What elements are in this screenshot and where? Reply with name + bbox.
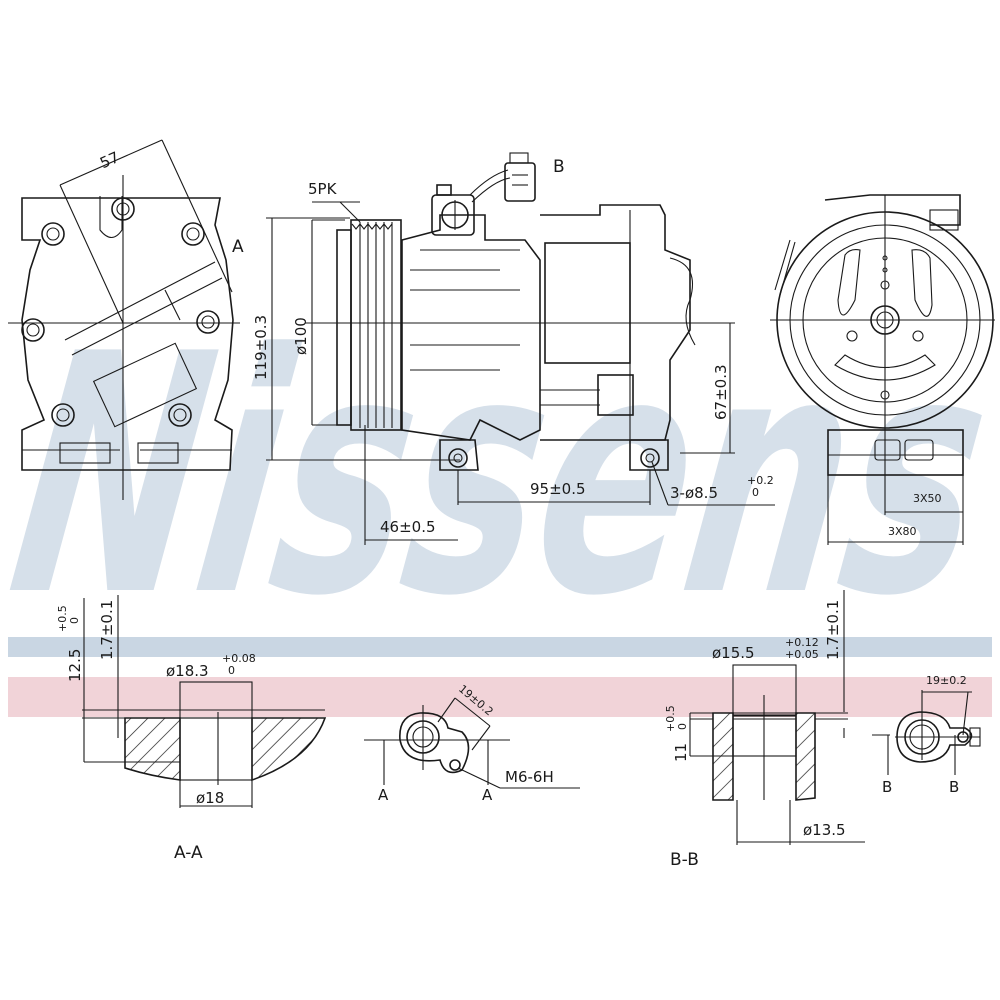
dim-aa-bore-dia: ø18.3 [166,662,209,680]
pulley-belt-label: 5PK [308,180,338,198]
dim-mount-holes-tol-upper: +0.2 [747,474,774,487]
dim-aa-inner-dia: ø18 [196,789,224,807]
dim-aa-depth-tol-lower: 0 [68,617,81,624]
dim-aa-bore-tol-lower: 0 [228,664,235,677]
cut-marker-a-right: A [482,786,493,804]
cut-marker-b-left: B [882,778,892,796]
dim-mount-holes: 3-ø8.5 [670,484,718,502]
dim-rear-3x80: 3X80 [888,525,917,538]
dim-aa-depth-tol-upper: +0.5 [56,605,69,632]
pulley [336,219,402,431]
watermark-brand: Nissens [0,285,1000,669]
rear-view: 3X50 3X80 [770,194,995,545]
dim-pulley-offset-46: 46±0.5 [380,518,436,536]
section-a-a: ø18 ø18.3 +0.08 0 12.5 +0.5 0 1.7±0.1 A-… [56,595,327,863]
dim-axis-height-67: 67±0.3 [712,364,730,420]
section-aa-title: A-A [174,843,203,863]
dim-height-119: 119±0.3 [252,315,270,380]
dim-aa-depth: 12.5 [66,649,84,682]
cut-marker-b-right: B [949,778,959,796]
section-bb-title: B-B [670,850,699,870]
dim-bb-bore-tol-lower: +0.05 [785,648,819,661]
port-b-detail: 19±0.2 B B [872,674,981,796]
dim-pulley-dia-100: ø100 [292,317,310,355]
cut-marker-a-left: A [378,786,389,804]
dim-bb-depth-tol-lower: 0 [676,723,689,730]
dim-mount-holes-tol-lower: 0 [752,486,759,499]
connector-marker-b: B [553,157,565,177]
dim-bb-inner-dia: ø13.5 [803,821,846,839]
connector-b [431,152,536,236]
dim-hole-spacing-95: 95±0.5 [530,480,586,498]
section-marker-a: A [232,237,244,257]
watermark-stripe-blue [8,637,992,657]
section-b-b: ø15.5 +0.12 +0.05 1.7±0.1 11 +0.5 0 ø13.… [664,590,865,870]
dim-front-57: 57 [97,148,122,172]
thread-spec-m6: M6-6H [505,768,554,786]
dim-bb-depth-tol-upper: +0.5 [664,705,677,732]
dim-aa-bore-tol-upper: +0.08 [222,652,256,665]
dim-bb-bore-tol-upper: +0.12 [785,636,819,649]
dim-port-b-offset: 19±0.2 [926,674,967,687]
dim-rear-3x50: 3X50 [913,492,942,505]
dim-bb-lip: 1.7±0.1 [824,600,842,660]
dim-bb-depth: 11 [672,743,690,762]
side-view: 119±0.3 ø100 5PK [252,152,775,545]
dim-aa-lip: 1.7±0.1 [98,600,116,660]
front-view: 57 A [8,139,244,500]
dim-bb-bore-dia: ø15.5 [712,644,755,662]
watermark: Nissens [0,285,1000,717]
